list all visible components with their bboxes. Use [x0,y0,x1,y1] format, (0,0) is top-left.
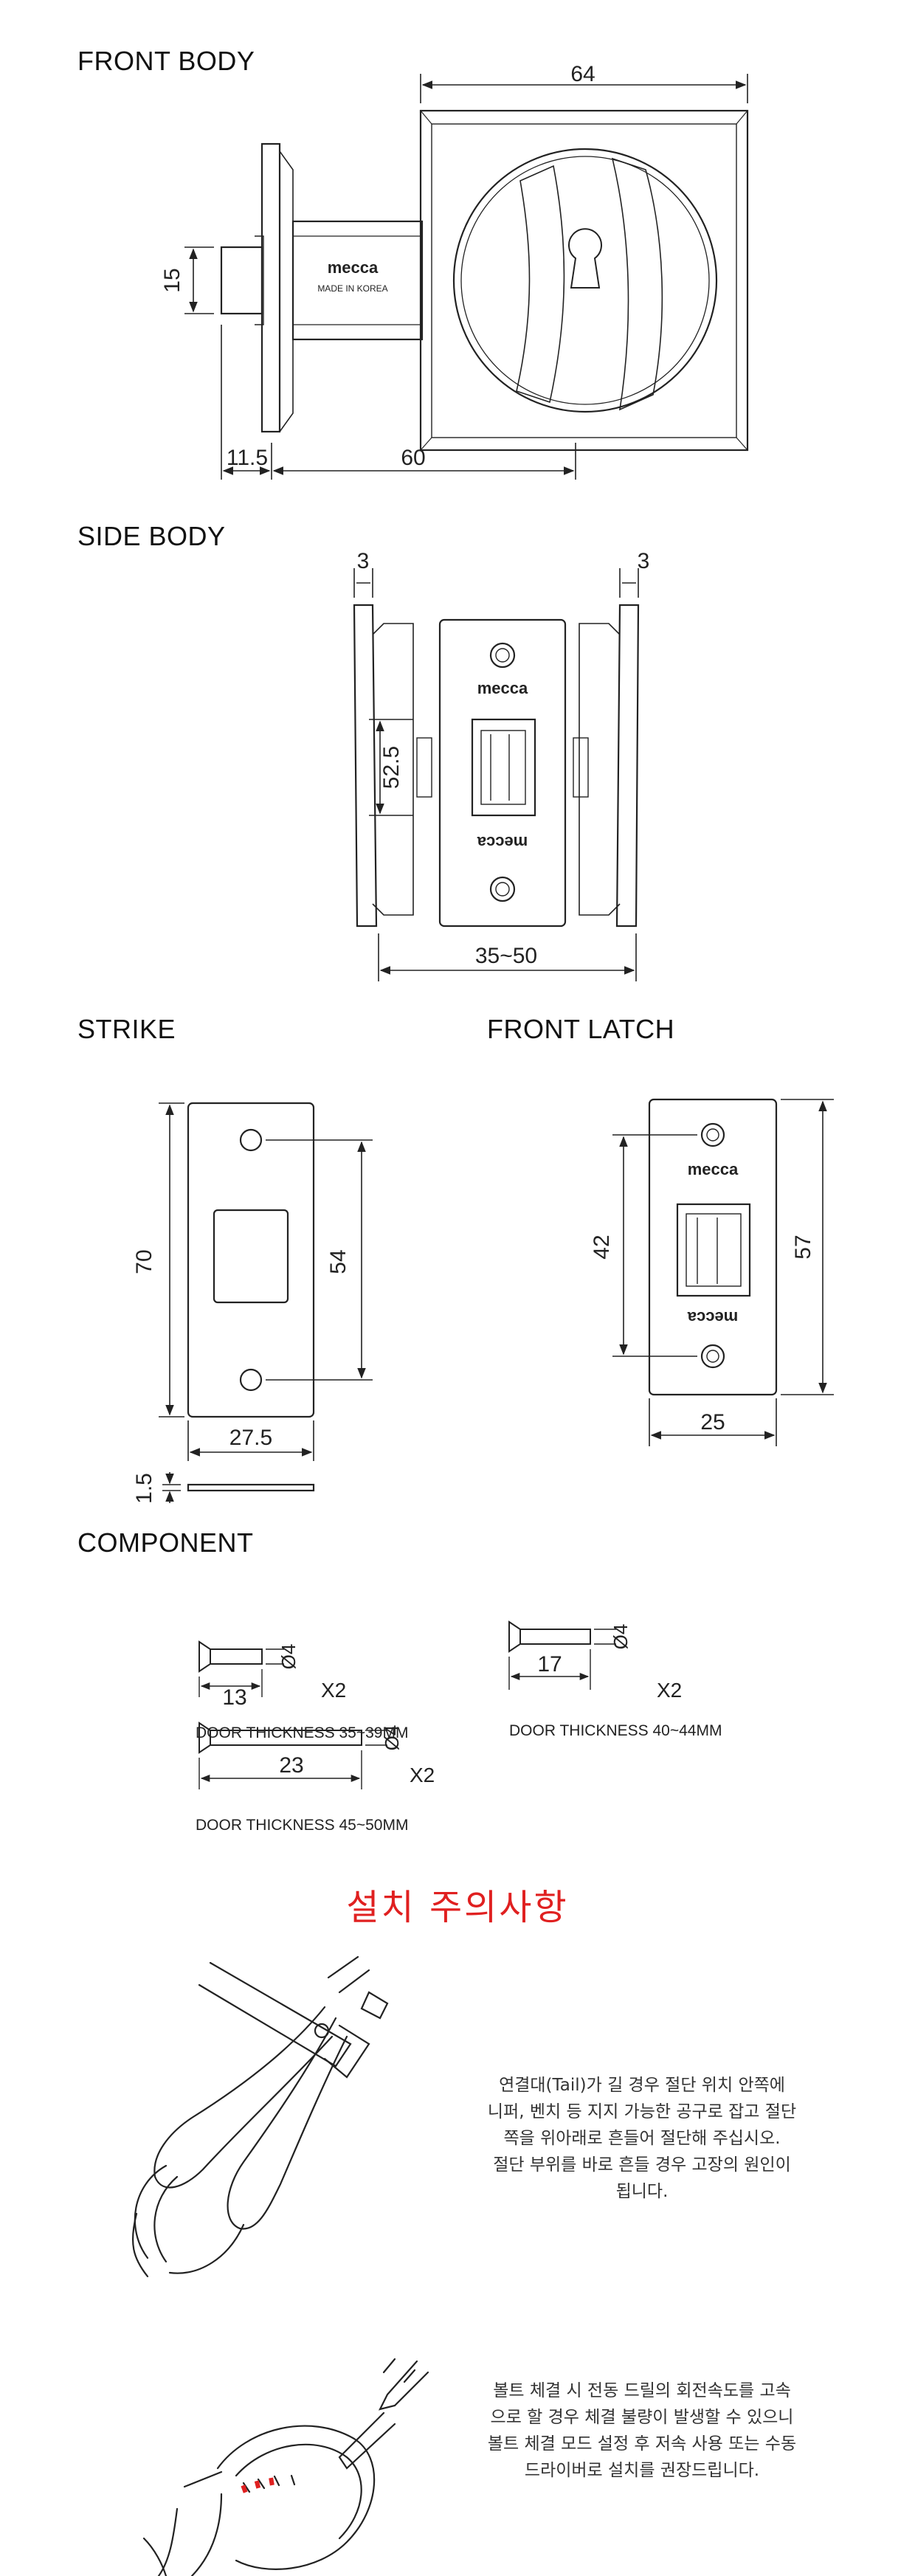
strike-heading: STRIKE [77,1014,176,1044]
side-brand-label: mecca [477,679,528,697]
front-brand-label: mecca [328,258,379,277]
screw-13-diameter: Ø4 [277,1644,300,1670]
front-square-plate [419,109,749,452]
screw-23-length: 23 [279,1753,303,1778]
screw-13-caption: DOOR THICKNESS 35~39MM [196,1724,408,1741]
front-latch-dimensions [612,1099,834,1446]
strike-hole-bottom [239,1368,263,1392]
dim-strike-holes-54: 54 [326,1249,351,1274]
side-brand-label-inverted: mecca [477,833,528,852]
dim-latch-width-25: 25 [700,1410,725,1434]
dim-left-11-5: 11.5 [227,446,268,470]
drill-illustration [142,2358,429,2576]
latch-brand-label: mecca [688,1160,739,1178]
front-latch-drawing [648,1098,778,1396]
strike-plate [187,1102,315,1418]
note1-line: 절단 부위를 바로 흔들 경우 고장의 원인이 [493,2155,791,2175]
note1-line: 연결대(Tail)가 길 경우 절단 위치 안쪽에 [499,2076,785,2095]
dim-left-plate-3: 3 [357,549,370,573]
strike-profile [187,1483,315,1492]
keyhole-icon [568,228,602,289]
note1-line: 됩니다. [615,2182,669,2201]
side-body-dimensions [353,568,639,981]
screw-23-qty: X2 [410,1764,435,1786]
side-body-heading: SIDE BODY [77,521,226,551]
strike-dimensions [159,1102,373,1503]
side-center-plate [438,618,567,928]
pliers-illustration [131,1955,389,2278]
screw-17-caption: DOOR THICKNESS 40~44MM [509,1722,722,1739]
dim-strike-thickness-1-5: 1.5 [132,1473,156,1504]
caution-note-drill-speed: 볼트 체결 시 전동 드릴의 회전속도를 고속 으로 할 경우 체결 불량이 발… [417,2378,867,2484]
front-body-dimensions [184,74,748,480]
drill-speed-marks [241,2477,274,2493]
screw-23-diameter: Ø4 [381,1725,403,1751]
note2-line: 드라이버로 설치를 권장드립니다. [524,2461,760,2480]
dim-depth-60: 60 [401,446,425,470]
component-heading: COMPONENT [77,1527,254,1558]
note2-line: 볼트 체결 모드 설정 후 저속 사용 또는 수동 [487,2434,797,2454]
latch-window [676,1203,751,1297]
dim-height-15: 15 [160,268,184,292]
front-body-drawing [220,109,749,452]
note1-line: 니퍼, 벤치 등 지지 가능한 공구로 잡고 절단 [487,2102,797,2121]
front-latch-heading: FRONT LATCH [487,1014,675,1044]
screw-13-length: 13 [222,1685,246,1710]
dim-width-64: 64 [570,62,595,86]
dim-range-35-50: 35~50 [475,944,537,968]
strike-hole-top [239,1128,263,1152]
dim-strike-width-27-5: 27.5 [229,1426,272,1450]
front-body-heading: FRONT BODY [77,46,255,76]
dim-height-52-5: 52.5 [379,746,404,789]
latch-brand-label-inverted: mecca [687,1308,738,1327]
screw-13 [198,1640,284,1697]
dim-latch-holes-42: 42 [590,1235,614,1259]
screw-17-length: 17 [537,1652,562,1677]
dim-strike-height-70: 70 [132,1249,156,1274]
side-plate [260,142,281,433]
strike-drawing [187,1102,315,1492]
front-circle [452,148,718,413]
note2-line: 으로 할 경우 체결 불량이 발생할 수 있으니 [490,2408,794,2427]
note1-line: 쪽을 위아래로 흔들어 절단해 주십시오. [503,2129,781,2148]
caution-note-tail-cutting: 연결대(Tail)가 길 경우 절단 위치 안쪽에 니퍼, 벤치 등 지지 가능… [417,2072,867,2205]
screw-17 [508,1620,616,1690]
screw-23-caption: DOOR THICKNESS 45~50MM [196,1817,408,1834]
note2-line: 볼트 체결 시 전동 드릴의 회전속도를 고속 [493,2381,791,2400]
screw-23 [198,1722,387,1789]
latch-plate [648,1098,778,1396]
screw-17-diameter: Ø4 [610,1624,632,1650]
latch-bolt [220,246,263,315]
caution-title: 설치 주의사항 [346,1887,569,1928]
made-in-label: MADE IN KOREA [317,283,387,294]
dim-latch-height-57: 57 [791,1235,815,1259]
side-body-drawing [353,604,640,928]
strike-opening [213,1209,289,1304]
screw-13-qty: X2 [321,1679,346,1702]
screw-17-qty: X2 [657,1679,682,1702]
dim-right-plate-3: 3 [638,549,650,573]
